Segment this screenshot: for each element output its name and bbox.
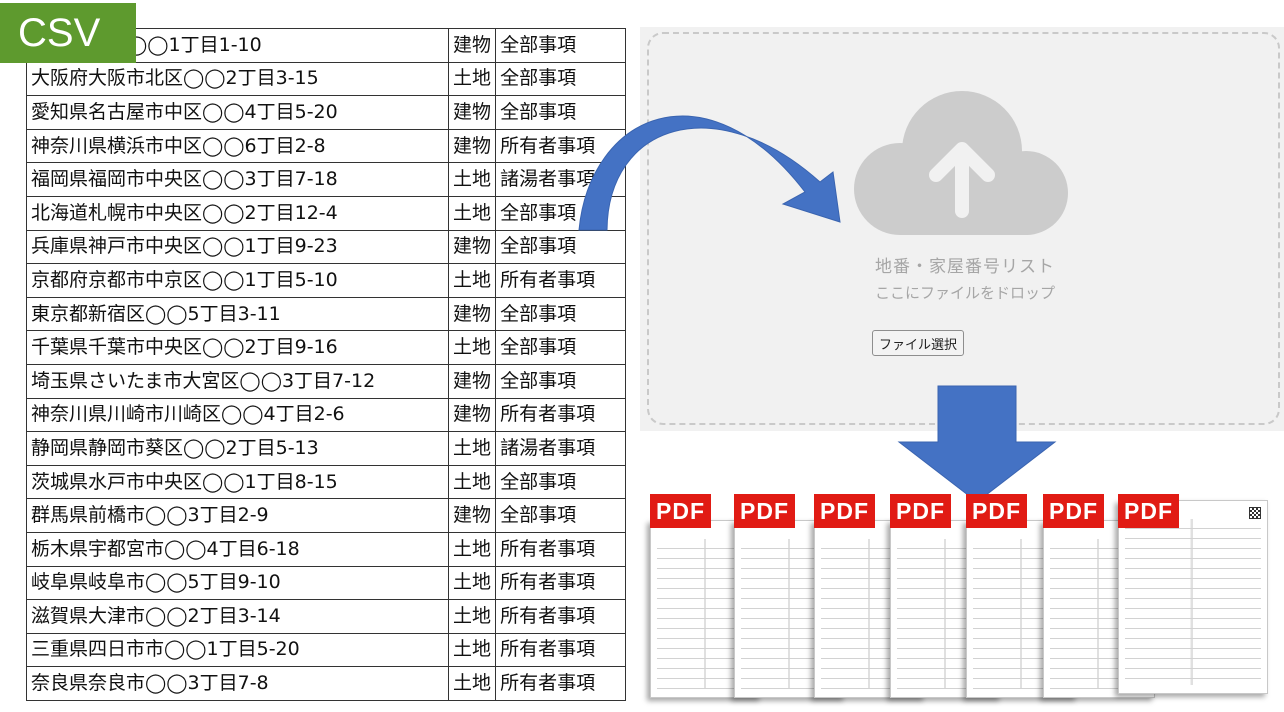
pdf-icon: PDF (966, 494, 1027, 528)
pdf-document (1118, 500, 1268, 694)
pdf-icon: PDF (1043, 494, 1104, 528)
pdf-icon: PDF (734, 494, 795, 528)
down-arrow (899, 386, 1055, 502)
curved-arrow (579, 116, 840, 230)
qr-code-icon (1249, 507, 1261, 519)
pdf-icon: PDF (890, 494, 951, 528)
pdf-icon: PDF (650, 494, 711, 528)
pdf-icon: PDF (814, 494, 875, 528)
pdf-icon: PDF (1118, 494, 1179, 528)
